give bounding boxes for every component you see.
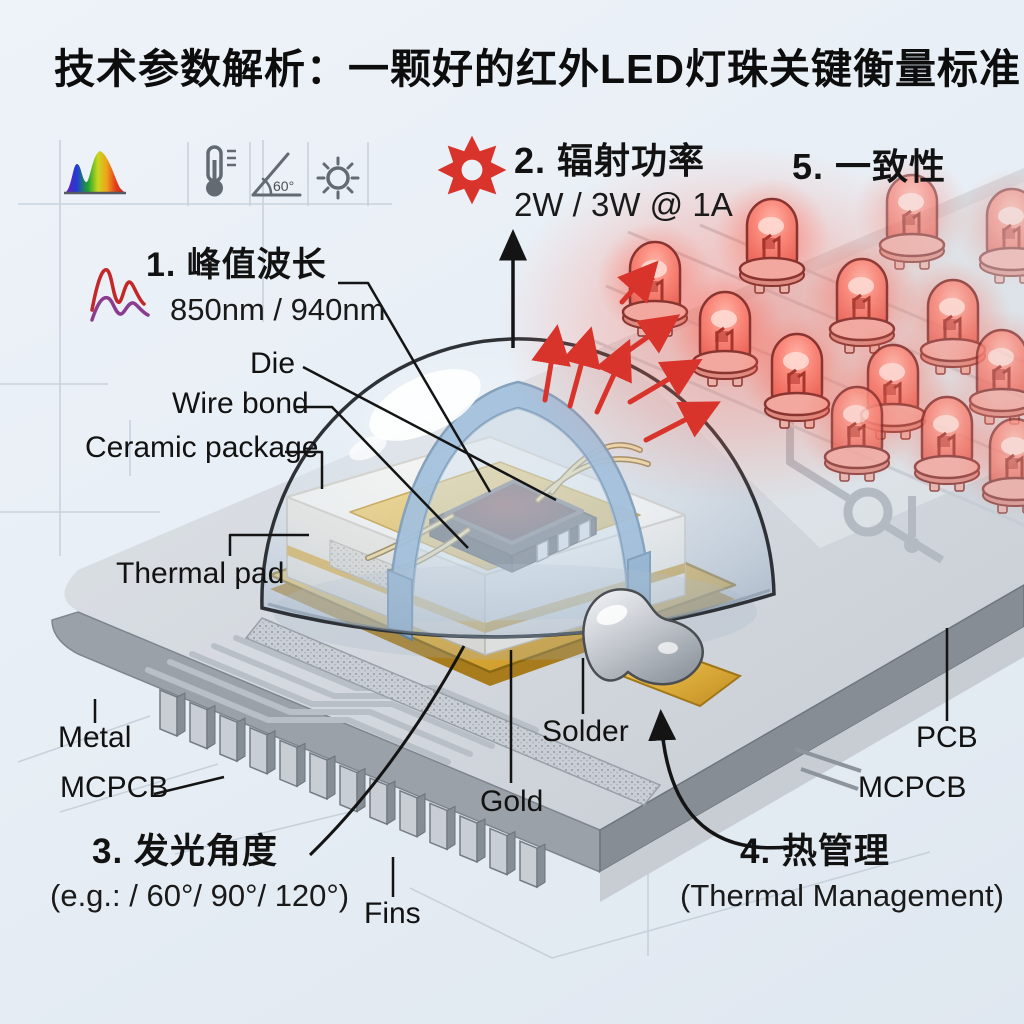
die-label: Die (250, 347, 296, 380)
thermometer-icon (206, 145, 236, 197)
leader-thermal-pad (228, 533, 309, 556)
param-peak-wavelength-value: 850nm / 940nm (170, 292, 386, 327)
page-title: 技术参数解析：一颗好的红外LED灯珠关键衡量标准 (54, 46, 1021, 92)
sun-icon (316, 156, 360, 200)
heatsink-fins (159, 688, 546, 889)
param-beam-angle-label: 3. 发光角度 (92, 832, 278, 871)
starburst-icon (437, 135, 507, 205)
spectrum-icon (64, 151, 126, 195)
leader-wire-bond (296, 405, 469, 549)
param-consistency-label: 5. 一致性 (792, 146, 947, 187)
ir-arrows (531, 260, 721, 443)
pcb-label: PCB (916, 721, 978, 754)
leader-peak-wavelength (338, 281, 492, 493)
leader-lines (93, 229, 949, 897)
solder-label: Solder (542, 715, 629, 748)
leader-die (302, 365, 557, 502)
angle-icon-label: 60° (273, 178, 294, 194)
wire-bond-label: Wire bond (172, 387, 309, 420)
thermal-interface-strip (244, 617, 662, 806)
param-radiant-power-label: 2. 辐射功率 (514, 140, 706, 181)
leader-thermal-management-arrow (648, 709, 789, 850)
ceramic-package-label: Ceramic package (85, 431, 319, 464)
thermal-pad-label: Thermal pad (116, 557, 285, 590)
angle-icon: 60° (251, 152, 302, 197)
param-thermal-management-value: (Thermal Management) (680, 878, 1004, 913)
param-thermal-management-label: 4. 热管理 (740, 832, 890, 871)
leader-mcpcb-left (153, 775, 225, 796)
solder-joint (582, 588, 743, 708)
param-peak-wavelength-label: 1. 峰值波长 (146, 246, 327, 284)
mcpcb-left-label: MCPCB (60, 771, 169, 804)
metal-label: Metal (58, 721, 132, 754)
leader-beam-angle (308, 645, 466, 857)
background-grid (0, 140, 931, 959)
param-radiant-power-value: 2W / 3W @ 1A (514, 186, 733, 223)
gold-label: Gold (480, 785, 544, 818)
leader-ceramic-package (285, 450, 324, 489)
fins-label: Fins (364, 897, 421, 930)
wave-icon (90, 268, 150, 322)
mcpcb-right-label: MCPCB (858, 771, 967, 804)
param-beam-angle-value: (e.g.: / 60°/ 90°/ 120°) (50, 878, 350, 913)
